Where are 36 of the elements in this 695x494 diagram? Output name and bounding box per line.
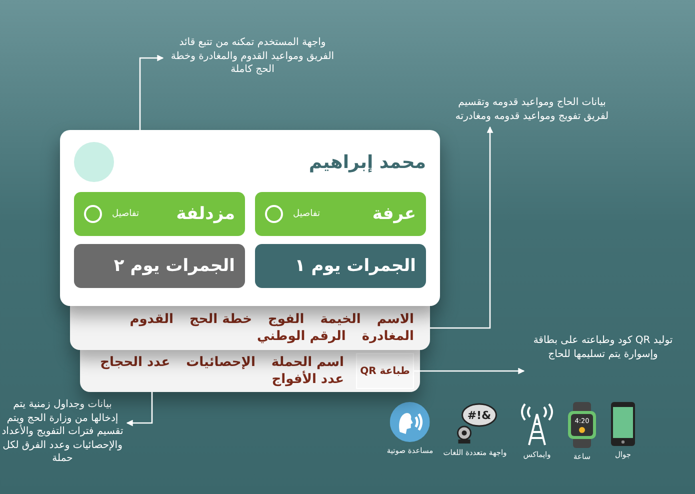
field-label: اسم الحملة — [271, 355, 344, 370]
card-title: الجمرات يوم ٢ — [112, 256, 235, 276]
connector-arrow — [139, 54, 164, 130]
qr-print-label: طباعة QR — [360, 366, 410, 376]
status-card — [74, 192, 245, 236]
field-label: الإحصائيات — [186, 355, 256, 370]
field-label: عدد الأفواج — [272, 372, 344, 387]
field-label: الاسم — [376, 312, 414, 327]
user-name: محمد إبراهيم — [308, 152, 426, 172]
annotation-text: بيانات الحاج ومواعيد قدومه وتقسيم لفريق تفويج ومواعيد قدومه ومغادرته — [452, 96, 612, 123]
app-screen-layer — [70, 306, 430, 350]
status-card — [255, 244, 426, 288]
annotation-text: توليد QR كود وطباعته على بطاقة وإسوارة يتم تسليمها للحاج — [528, 334, 678, 361]
card-title: عرفة — [371, 204, 416, 224]
card-title: الجمرات يوم ١ — [294, 256, 416, 276]
details-link: تفاصيل — [112, 209, 139, 219]
field-label: المغادرة — [362, 329, 414, 344]
status-card — [255, 192, 426, 236]
details-link: تفاصيل — [293, 209, 320, 219]
app-screen-layer — [80, 350, 420, 392]
connector-arrow — [126, 392, 153, 426]
status-card — [74, 244, 245, 288]
app-screen — [60, 130, 440, 306]
field-label: الرقم الوطني — [257, 329, 346, 344]
field-label: خطة الحج — [190, 312, 252, 327]
field-label: القدوم — [130, 312, 174, 327]
connector-arrow — [414, 368, 525, 374]
card-title: مزدلفة — [175, 204, 235, 224]
annotation-text: بيانات وجداول زمنية يتم إدخالها من وزارة الحج ويتم تقسيم فترات التفويج والأعداد والإحصائيات وعدد الفرق لكل حملة — [0, 398, 125, 466]
annotation-text: واجهة المستخدم تمكنه من تتبع قائد الفريق ومواعيد القدوم والمغادرة وخطة الحج كاملة — [165, 36, 340, 76]
connector-arrow — [430, 126, 494, 329]
highlight-frame — [356, 353, 414, 389]
symbol-text: #!& — [467, 409, 491, 422]
field-label: عدد الحجاج — [100, 355, 170, 370]
field-label: الخيمة — [320, 312, 361, 327]
field-label: الفوج — [268, 312, 304, 327]
